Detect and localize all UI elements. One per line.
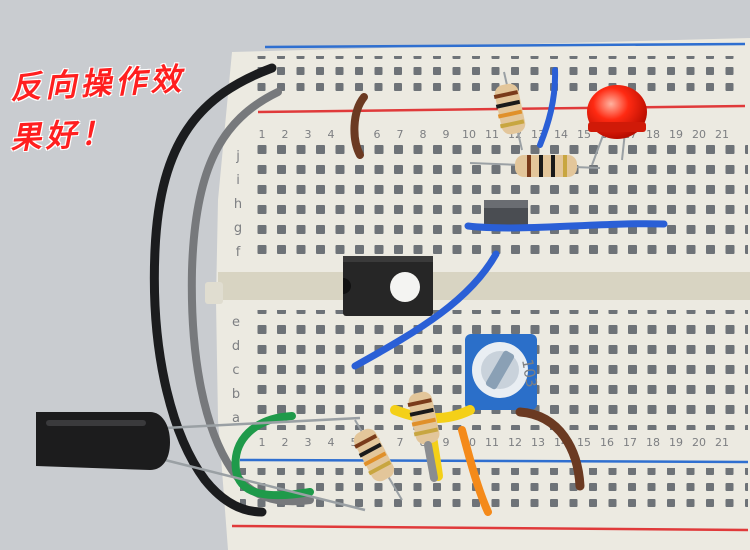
resistor-top-vertical (493, 71, 526, 151)
column-number-bottom: 1 (259, 436, 266, 449)
top-power-rail (255, 42, 746, 114)
sensor-lead-1 (164, 416, 361, 430)
row-letter-bottom: e (232, 315, 240, 330)
dip-ic-chip (343, 256, 433, 316)
column-number-top: 4 (328, 128, 335, 141)
row-letter-bottom: d (232, 339, 240, 354)
gray-short-jumper (424, 441, 438, 482)
column-number-bottom: 19 (669, 436, 683, 449)
bottom-rail-red-line (231, 524, 749, 532)
ic-notch (343, 278, 351, 294)
sensor-lead-2 (164, 458, 366, 512)
caption-line-2: 果好！ (9, 115, 117, 157)
caption-line-1: 反向操作效 (9, 61, 187, 107)
resistor-center (407, 391, 440, 445)
column-number-top: 2 (282, 128, 289, 141)
row-letter-top: h (234, 197, 242, 212)
top-rail-blue-line (264, 42, 746, 49)
column-number-bottom: 9 (443, 436, 450, 449)
column-number-bottom: 4 (328, 436, 335, 449)
resistor-horizontal (469, 155, 601, 177)
orange-wire (458, 426, 492, 516)
column-number-bottom: 7 (397, 436, 404, 449)
board-connector-tab (205, 282, 223, 304)
column-number-bottom: 2 (282, 436, 289, 449)
blue-wire-diagonal (351, 250, 500, 370)
column-number-bottom: 11 (485, 436, 499, 449)
ic-white-label-dot (390, 272, 420, 302)
column-number-bottom: 13 (531, 436, 545, 449)
column-number-top: 1 (259, 128, 266, 141)
column-numbers-top: 123456789101112131415161718192021 (259, 128, 730, 141)
column-number-top: 18 (646, 128, 660, 141)
row-letter-top: g (234, 221, 242, 236)
column-number-top: 8 (420, 128, 427, 141)
column-number-bottom: 12 (508, 436, 522, 449)
column-number-top: 14 (554, 128, 568, 141)
column-number-top: 3 (305, 128, 312, 141)
column-number-bottom: 18 (646, 436, 660, 449)
black-sensor-component (36, 412, 170, 470)
column-number-top: 20 (692, 128, 706, 141)
row-letter-top: f (236, 245, 241, 260)
row-letter-bottom: c (232, 363, 239, 378)
trimmer-potentiometer: 103 (465, 334, 541, 410)
blue-wire-horizontal (464, 220, 668, 232)
column-number-bottom: 20 (692, 436, 706, 449)
column-number-bottom: 21 (715, 436, 729, 449)
bottom-rail-holes (240, 468, 748, 512)
brown-jumper-top (350, 93, 368, 159)
black-wire (149, 63, 277, 517)
brown-wire-bottom (515, 407, 585, 491)
bottom-power-rail (231, 458, 749, 532)
column-number-bottom: 17 (623, 436, 637, 449)
resistor-lower-left (353, 419, 403, 501)
row-letter-bottom: b (232, 387, 240, 402)
column-number-top: 9 (443, 128, 450, 141)
column-number-top: 21 (715, 128, 729, 141)
pot-marking: 103 (518, 358, 541, 389)
column-number-bottom: 16 (600, 436, 614, 449)
blue-jumper-top (537, 67, 559, 148)
column-number-top: 19 (669, 128, 683, 141)
column-number-bottom: 3 (305, 436, 312, 449)
row-letter-top: j (235, 149, 240, 164)
column-number-top: 10 (462, 128, 476, 141)
column-number-top: 7 (397, 128, 404, 141)
column-number-top: 11 (485, 128, 499, 141)
bottom-rail-blue-line (239, 458, 749, 464)
column-number-top: 15 (577, 128, 591, 141)
column-number-bottom: 5 (351, 436, 358, 449)
column-numbers-bottom: 123456789101112131415161718192021 (259, 436, 730, 449)
row-letter-bottom: a (232, 411, 240, 426)
column-number-bottom: 15 (577, 436, 591, 449)
red-led (587, 85, 647, 166)
row-letter-top: i (236, 173, 240, 188)
column-number-top: 6 (374, 128, 381, 141)
